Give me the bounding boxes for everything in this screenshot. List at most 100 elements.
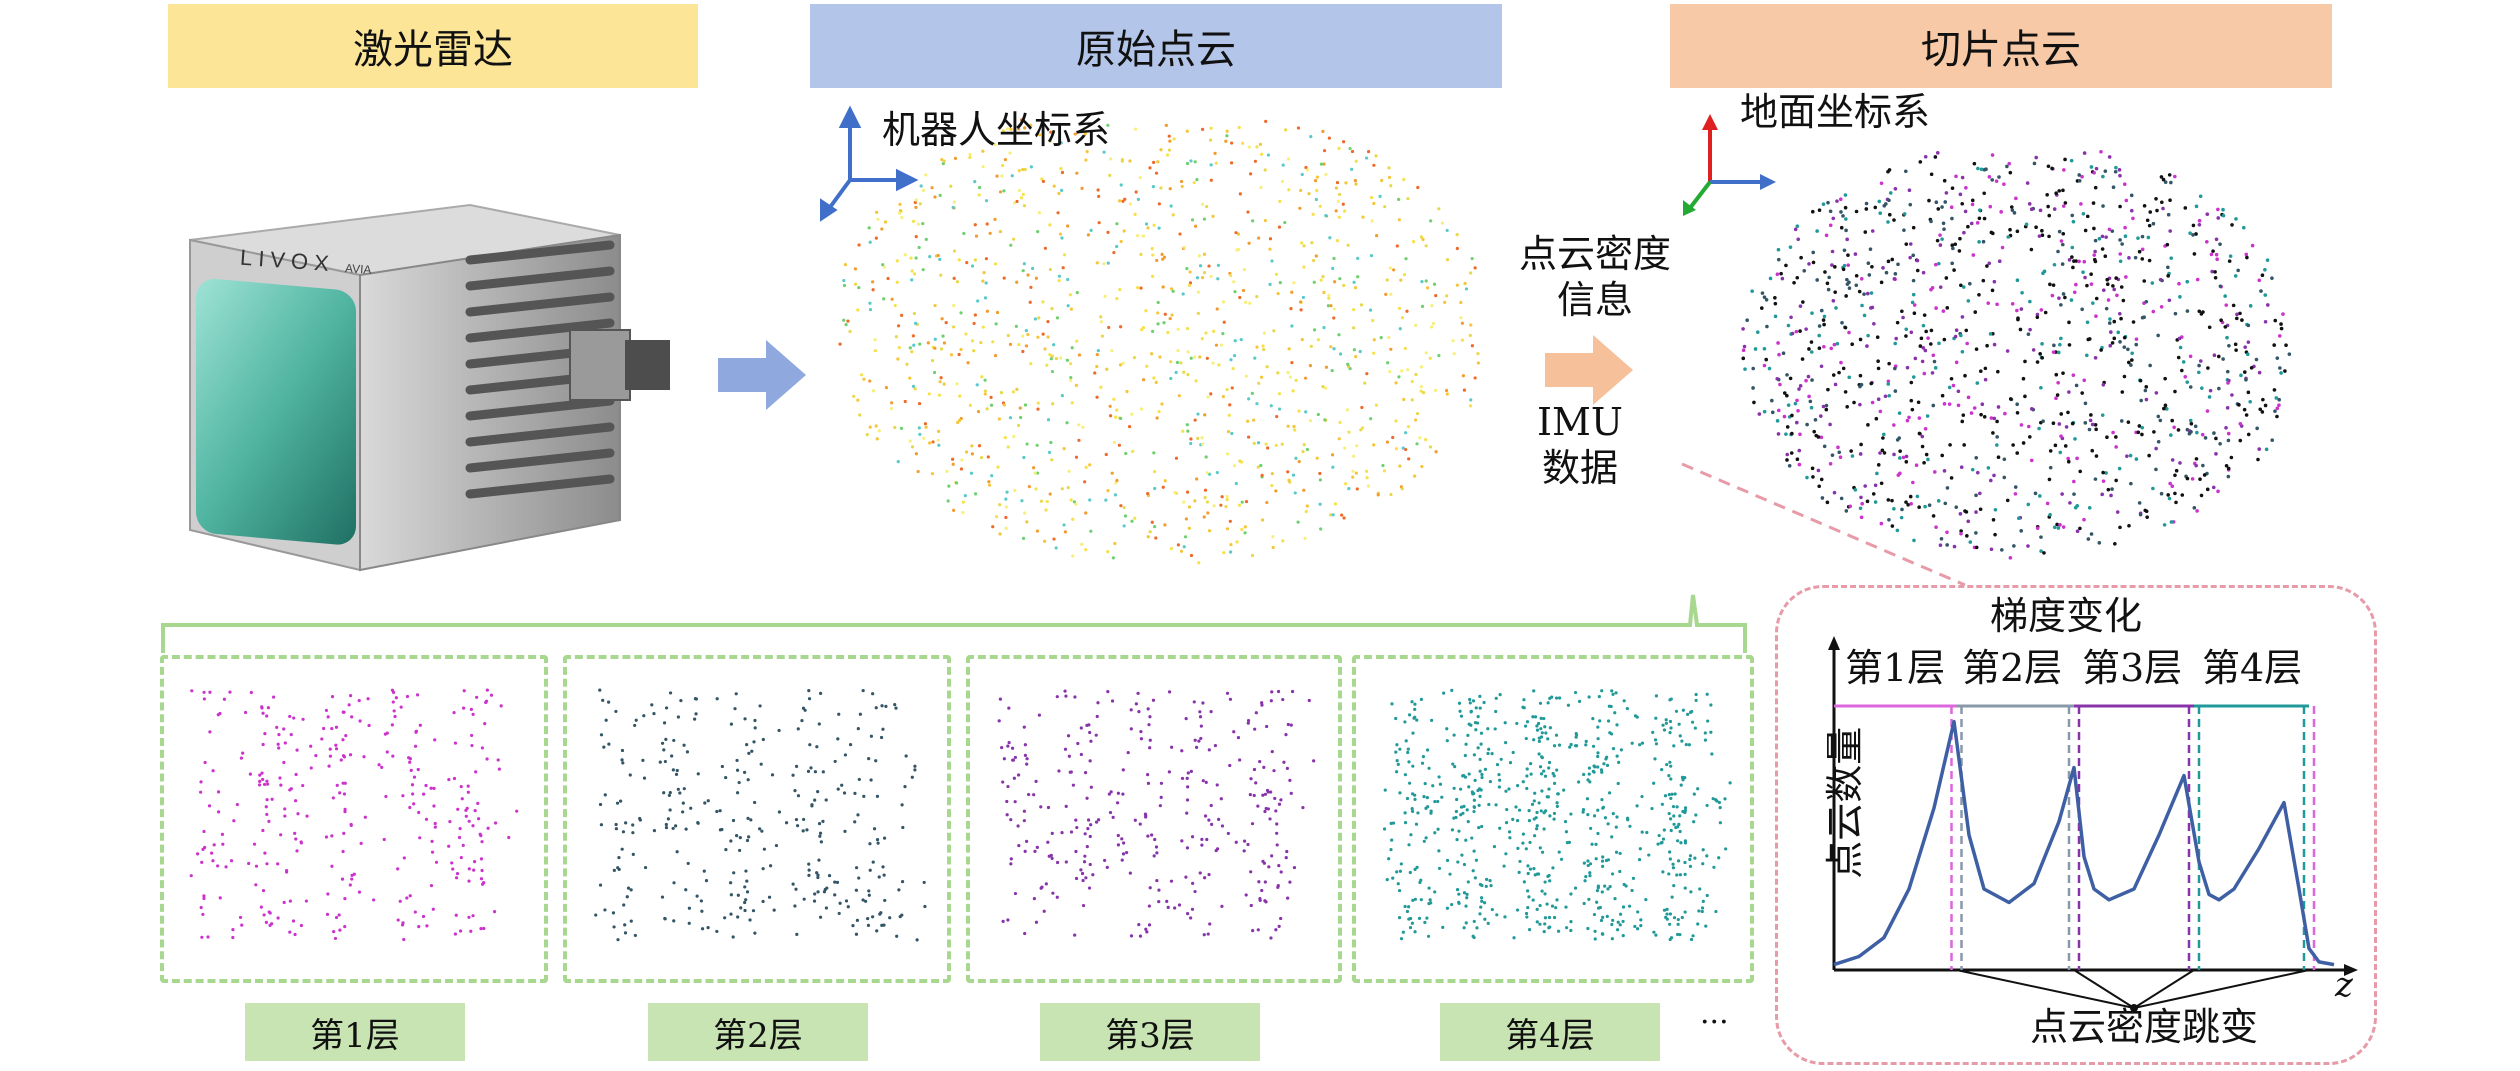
layer-1-point (247, 861, 251, 866)
layer-4-point (1512, 936, 1516, 940)
layer-2-point (810, 804, 814, 808)
layer-1-point (334, 743, 338, 747)
sliced-cloud-point (2046, 164, 2051, 169)
raw-cloud-point (1265, 365, 1269, 369)
sliced-cloud-point (2163, 180, 2168, 185)
raw-cloud-point (1139, 407, 1144, 411)
raw-cloud-point (1354, 355, 1358, 359)
raw-cloud-point (1271, 535, 1275, 539)
sliced-cloud-point (2211, 485, 2216, 490)
sliced-cloud-point (1929, 172, 1934, 177)
layer-4-point (1479, 742, 1483, 746)
layer-4-point (1410, 807, 1414, 811)
layer-2-point (676, 715, 680, 719)
layer-4-point (1472, 809, 1476, 814)
raw-cloud-point (985, 309, 990, 313)
sliced-cloud-point (1807, 394, 1811, 399)
sliced-cloud-point (2144, 397, 2149, 402)
raw-cloud-point (1347, 430, 1351, 434)
sliced-cloud-point (2016, 317, 2020, 322)
sliced-cloud-point (2270, 276, 2274, 280)
layer-1-point (417, 810, 421, 815)
layer-1-point (394, 696, 398, 700)
sliced-cloud-point (2234, 348, 2238, 352)
raw-cloud-point (1296, 126, 1301, 130)
layer-4-point (1495, 913, 1499, 917)
raw-cloud-point (1214, 161, 1218, 165)
sliced-cloud-point (1881, 436, 1885, 440)
layer-1-point (467, 879, 471, 883)
sliced-cloud-point (1949, 205, 1954, 210)
sliced-cloud-point (2021, 441, 2026, 445)
layer-4-point (1552, 774, 1556, 778)
sliced-cloud-point (2174, 468, 2179, 473)
raw-cloud-point (1178, 232, 1182, 236)
layer-4-point (1423, 920, 1427, 925)
layer-2-point (720, 764, 724, 769)
raw-cloud-point (1189, 356, 1193, 360)
layer-2-point (729, 893, 733, 897)
layer-4-point (1511, 750, 1515, 755)
layer-4-point (1426, 805, 1430, 809)
layer-3-point (1254, 711, 1258, 715)
raw-cloud-point (947, 484, 951, 488)
layer-4-point (1511, 817, 1515, 822)
layer-1-point (218, 896, 222, 900)
layer-4-point (1475, 926, 1479, 930)
sliced-cloud-point (1985, 343, 1989, 348)
layer-4-point (1391, 876, 1395, 880)
layer-1-point (489, 693, 494, 697)
raw-cloud-point (1026, 332, 1030, 337)
layer-1-point (301, 717, 305, 721)
layer-2-point (746, 816, 750, 820)
sliced-cloud-point (2147, 258, 2152, 263)
layer-3-point (1033, 849, 1037, 853)
layer-1-point (272, 695, 276, 699)
layer-2-point (735, 834, 739, 838)
sliced-cloud-point (1989, 547, 1994, 552)
sliced-cloud-point (2113, 542, 2117, 546)
layer-4-point (1387, 857, 1391, 861)
layer-2-point (738, 835, 742, 840)
layer-2-point (795, 824, 800, 828)
sliced-cloud-point (1838, 197, 1843, 202)
raw-cloud-point (997, 417, 1001, 421)
sliced-cloud-point (2101, 174, 2105, 179)
sliced-cloud-point (1751, 366, 1755, 371)
layer-2-point (813, 770, 817, 774)
layer-2-point (893, 703, 897, 707)
layer-4-point (1515, 819, 1520, 823)
layer-4-point (1478, 706, 1482, 710)
layer-4-point (1596, 886, 1600, 890)
layer-4-point (1535, 810, 1539, 815)
layer-4-point (1429, 901, 1433, 905)
layer-2-point (855, 918, 859, 922)
sliced-cloud-point (2020, 290, 2024, 295)
layer-2-point (837, 911, 841, 916)
raw-cloud-point (868, 379, 872, 383)
sliced-cloud-point (1832, 342, 1837, 347)
raw-cloud-point (1406, 368, 1410, 372)
raw-cloud-point (1108, 414, 1113, 418)
sliced-cloud-point (2060, 492, 2064, 496)
sliced-cloud-point (2146, 235, 2151, 240)
sliced-cloud-point (1768, 276, 1773, 281)
layer-4-point (1672, 814, 1676, 818)
layer-4-point (1459, 714, 1464, 718)
sliced-cloud-point (1782, 391, 1787, 395)
raw-cloud-point (1419, 389, 1423, 393)
sliced-cloud-point (1990, 178, 1994, 182)
raw-cloud-point (1336, 199, 1340, 203)
layer-4-point (1585, 797, 1590, 801)
sliced-cloud-point (2221, 357, 2225, 361)
raw-cloud-point (1095, 261, 1099, 265)
raw-cloud-point (973, 223, 977, 227)
raw-cloud-point (856, 308, 860, 312)
raw-cloud-point (975, 383, 979, 387)
sliced-cloud-point (1908, 202, 1913, 207)
layer-4-point (1417, 916, 1422, 920)
layer-4-point (1502, 864, 1506, 868)
sliced-cloud-point (1839, 496, 1844, 501)
layer-4-point (1610, 922, 1614, 927)
layer-4-point (1407, 760, 1411, 764)
